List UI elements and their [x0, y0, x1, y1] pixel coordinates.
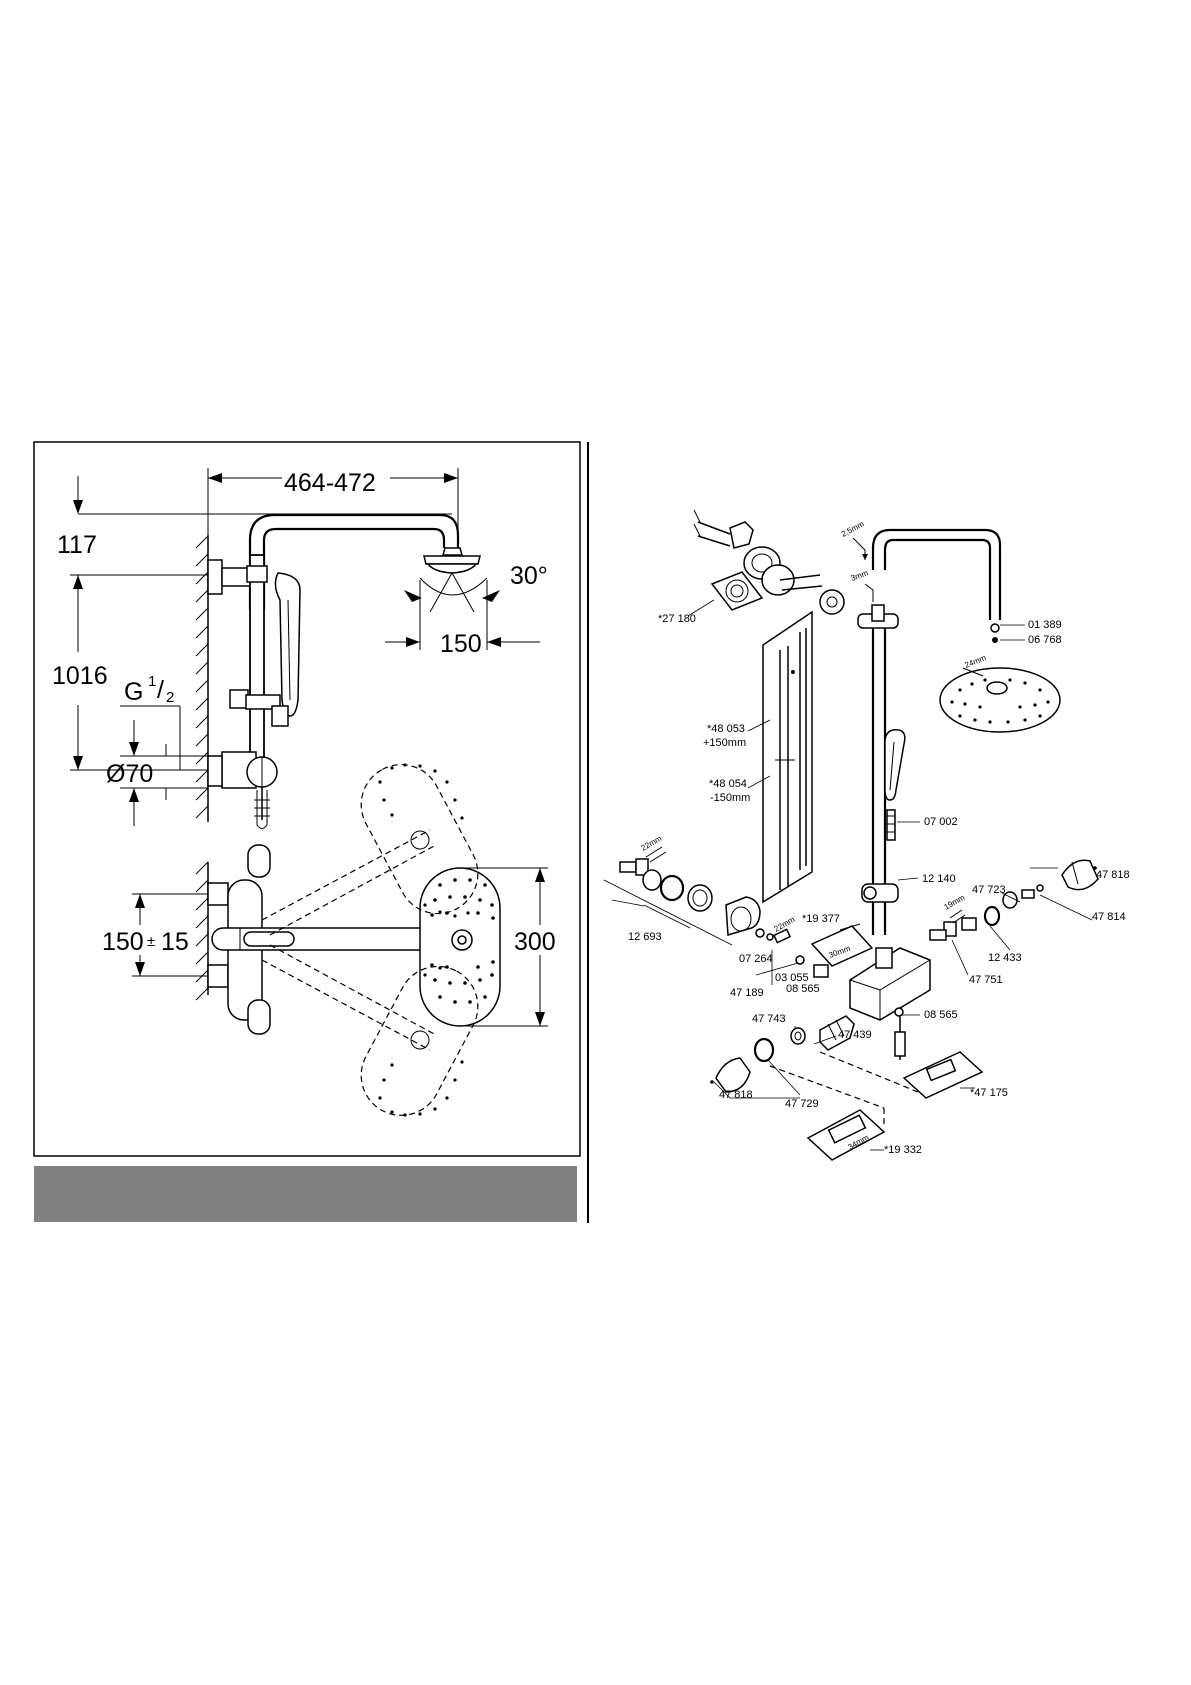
tool-cartridge-nut: 19mm — [943, 893, 967, 912]
tool-hex-top: 2,5mm — [840, 519, 866, 539]
part-12140: 12 140 — [922, 873, 956, 885]
part-06768: 06 768 — [1028, 634, 1062, 646]
part-47729: 47 729 — [785, 1098, 819, 1110]
part-47751: 47 751 — [969, 974, 1003, 986]
part-47175: *47 175 — [970, 1087, 1008, 1099]
part-48054: *48 054 — [709, 778, 747, 790]
lower-cartridge-parts — [710, 1016, 854, 1092]
tool-inlet-nut: 22mm — [640, 834, 664, 853]
part-07264: 07 264 — [739, 953, 773, 965]
part-08565-right: 08 565 — [924, 1009, 958, 1021]
part-48053-size: +150mm — [703, 737, 746, 749]
part-08565-left: 08 565 — [786, 983, 820, 995]
part-01389: 01 389 — [1028, 619, 1062, 631]
part-47818-bottom: 47 818 — [719, 1089, 753, 1101]
tool-head-nut: 24mm — [963, 653, 987, 670]
tool-hex-slider: 3mm — [850, 568, 870, 583]
extension-rail-card — [763, 612, 812, 902]
part-47743: 47 743 — [752, 1013, 786, 1025]
part-12433: 12 433 — [988, 952, 1022, 964]
part-48053: *48 053 — [707, 723, 745, 735]
riser-rail — [850, 530, 1060, 1060]
part-47818-top: 47 818 — [1096, 869, 1130, 881]
part-47814: 47 814 — [1092, 911, 1126, 923]
part-47189: 47 189 — [730, 987, 764, 999]
part-12693: 12 693 — [628, 931, 662, 943]
wall-bracket-group — [694, 510, 844, 614]
part-47439: 47 439 — [838, 1029, 872, 1041]
part-27180: *27 180 — [658, 613, 696, 625]
part-47723: 47 723 — [972, 884, 1006, 896]
part-19332: *19 332 — [884, 1144, 922, 1156]
part-48054-size: -150mm — [710, 792, 750, 804]
part-07002: 07 002 — [924, 816, 958, 828]
part-19377: *19 377 — [802, 913, 840, 925]
